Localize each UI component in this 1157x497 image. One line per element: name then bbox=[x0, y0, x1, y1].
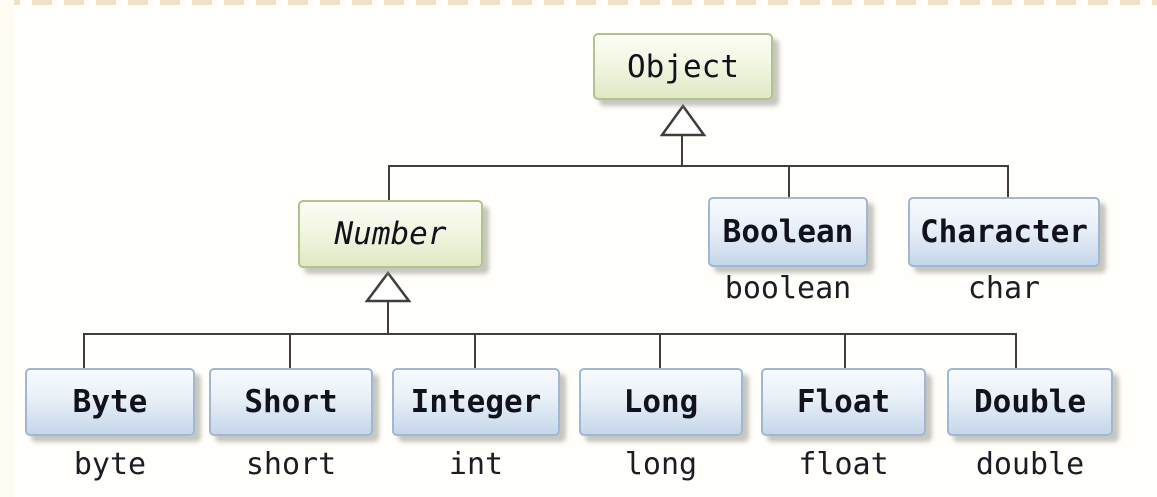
connector-object-stem bbox=[681, 136, 683, 167]
class-label: Boolean bbox=[722, 214, 854, 250]
connector-drop-byte bbox=[83, 333, 85, 368]
connector-drop-short bbox=[289, 333, 291, 368]
class-label: Integer bbox=[410, 384, 542, 420]
primitive-label-long: long bbox=[624, 447, 698, 482]
connector-bus-level3 bbox=[83, 333, 1017, 335]
primitive-label-short: short bbox=[245, 447, 337, 482]
connector-number-stem bbox=[387, 301, 389, 334]
connector-bus-level2 bbox=[388, 165, 1009, 167]
class-node-float: Float bbox=[761, 368, 926, 436]
uml-inheritance-arrow-icon bbox=[659, 103, 707, 137]
connector-drop-number bbox=[388, 165, 390, 200]
class-label: Number bbox=[334, 216, 447, 252]
class-label: Double bbox=[974, 384, 1086, 420]
connector-drop-boolean bbox=[788, 165, 790, 197]
left-edge-tint bbox=[0, 0, 14, 497]
class-node-long: Long bbox=[579, 368, 743, 436]
class-node-boolean: Boolean bbox=[708, 197, 868, 267]
class-label: Object bbox=[627, 48, 739, 85]
class-node-byte: Byte bbox=[25, 368, 195, 436]
connector-drop-double bbox=[1015, 333, 1017, 368]
class-label: Byte bbox=[72, 384, 148, 420]
top-dashed-border bbox=[0, 0, 1157, 5]
class-label: Float bbox=[796, 384, 891, 420]
class-node-integer: Integer bbox=[392, 368, 560, 436]
connector-drop-float bbox=[844, 333, 846, 368]
primitive-label-char: char bbox=[967, 271, 1041, 306]
class-node-character: Character bbox=[908, 197, 1100, 267]
class-label: Long bbox=[623, 384, 699, 420]
connector-drop-integer bbox=[474, 333, 476, 368]
class-node-number: Number bbox=[298, 200, 483, 268]
primitive-label-double: double bbox=[975, 447, 1085, 482]
class-node-object: Object bbox=[593, 33, 773, 100]
connector-drop-character bbox=[1007, 165, 1009, 197]
primitive-label-float: float bbox=[798, 447, 889, 482]
class-node-short: Short bbox=[209, 368, 373, 436]
class-node-double: Double bbox=[947, 368, 1113, 436]
connector-drop-long bbox=[659, 333, 661, 368]
primitive-label-boolean: boolean bbox=[724, 271, 852, 306]
class-label: Short bbox=[244, 384, 338, 420]
primitive-label-byte: byte bbox=[73, 447, 147, 482]
class-label: Character bbox=[920, 214, 1088, 250]
primitive-label-int: int bbox=[448, 447, 504, 482]
uml-inheritance-arrow-icon bbox=[364, 270, 412, 303]
